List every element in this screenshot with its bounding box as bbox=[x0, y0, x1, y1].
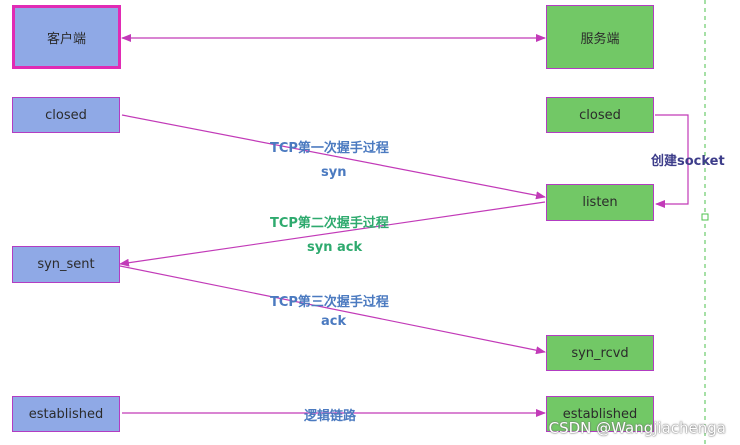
server-state-syn-rcvd: syn_rcvd bbox=[546, 335, 654, 371]
client-header-box: 客户端 bbox=[12, 5, 121, 69]
handshake3-label: TCP第三次握手过程 bbox=[270, 295, 389, 310]
ack-label: ack bbox=[321, 314, 347, 329]
server-state-established: established bbox=[546, 396, 654, 432]
server-state-closed: closed bbox=[546, 97, 654, 133]
server-state-label: listen bbox=[582, 195, 618, 210]
watermark: CSDN @Wangjiachenga bbox=[548, 419, 726, 437]
server-state-label: closed bbox=[579, 107, 621, 123]
client-state-closed: closed bbox=[12, 97, 120, 133]
handshake1-arrow bbox=[121, 114, 546, 200]
create-socket-arrow bbox=[655, 114, 689, 208]
server-state-listen: listen bbox=[546, 184, 654, 221]
create-socket-label: 创建socket bbox=[651, 154, 725, 169]
client-state-syn-sent: syn_sent bbox=[12, 246, 120, 283]
client-state-established: established bbox=[12, 396, 120, 432]
syn-label: syn bbox=[321, 165, 347, 180]
client-state-label: syn_sent bbox=[37, 257, 95, 272]
client-state-label: established bbox=[28, 406, 104, 422]
server-header-label: 服务端 bbox=[580, 31, 620, 47]
handshake3-arrow bbox=[119, 265, 546, 355]
guide-handle bbox=[701, 213, 709, 221]
server-header-box: 服务端 bbox=[546, 5, 654, 69]
handshake1-label: TCP第一次握手过程 bbox=[270, 141, 389, 156]
handshake2-label: TCP第二次握手过程 bbox=[270, 216, 389, 231]
client-state-label: closed bbox=[45, 107, 87, 123]
syn-ack-label: syn ack bbox=[307, 240, 363, 255]
server-state-label: syn_rcvd bbox=[571, 345, 629, 361]
logical-link-label: 逻辑链路 bbox=[304, 409, 357, 424]
handshake2-arrow bbox=[119, 201, 546, 267]
server-state-label: established bbox=[562, 406, 638, 422]
client-header-label: 客户端 bbox=[46, 31, 86, 47]
